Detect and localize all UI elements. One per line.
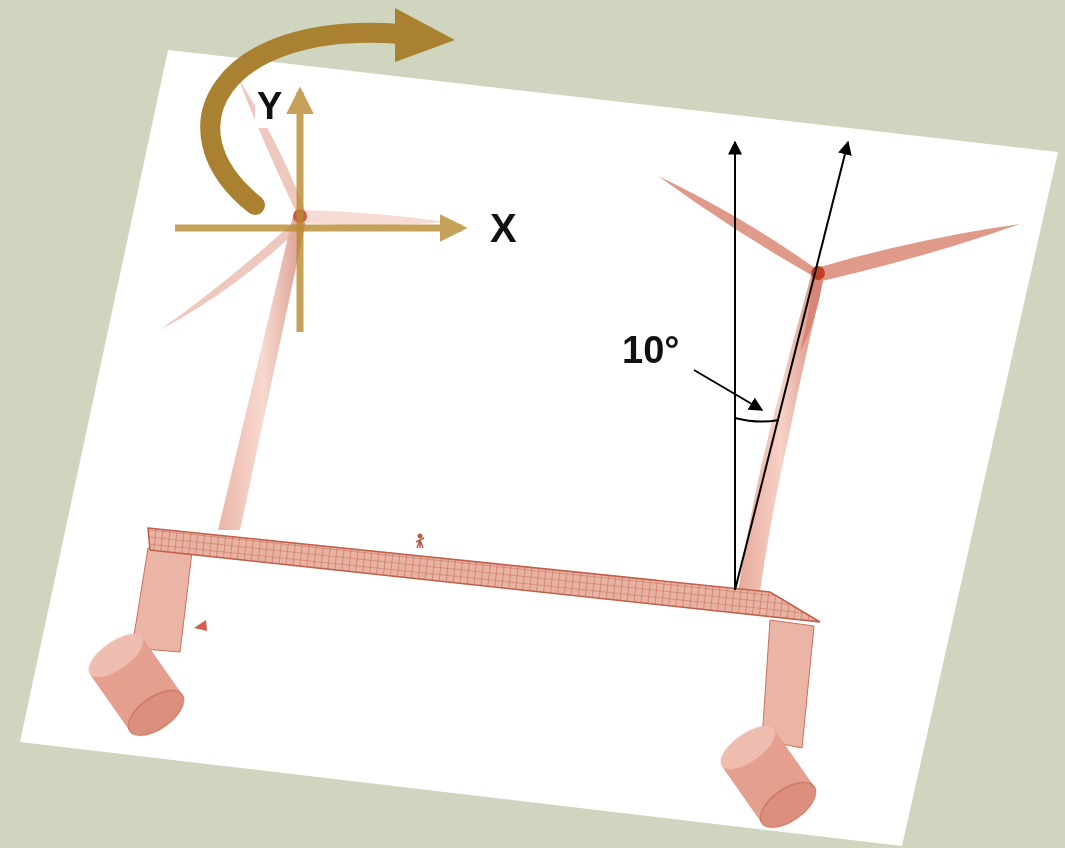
- floating-platform: [82, 528, 824, 836]
- card: [20, 50, 1058, 846]
- angle-label: 10°: [620, 330, 681, 372]
- right-turbine: [658, 176, 1020, 592]
- axis-label: Y: [255, 86, 284, 128]
- axis-label: X: [488, 206, 519, 250]
- tilt-angle-lines: [694, 142, 848, 590]
- rotation-arrow: [210, 8, 455, 205]
